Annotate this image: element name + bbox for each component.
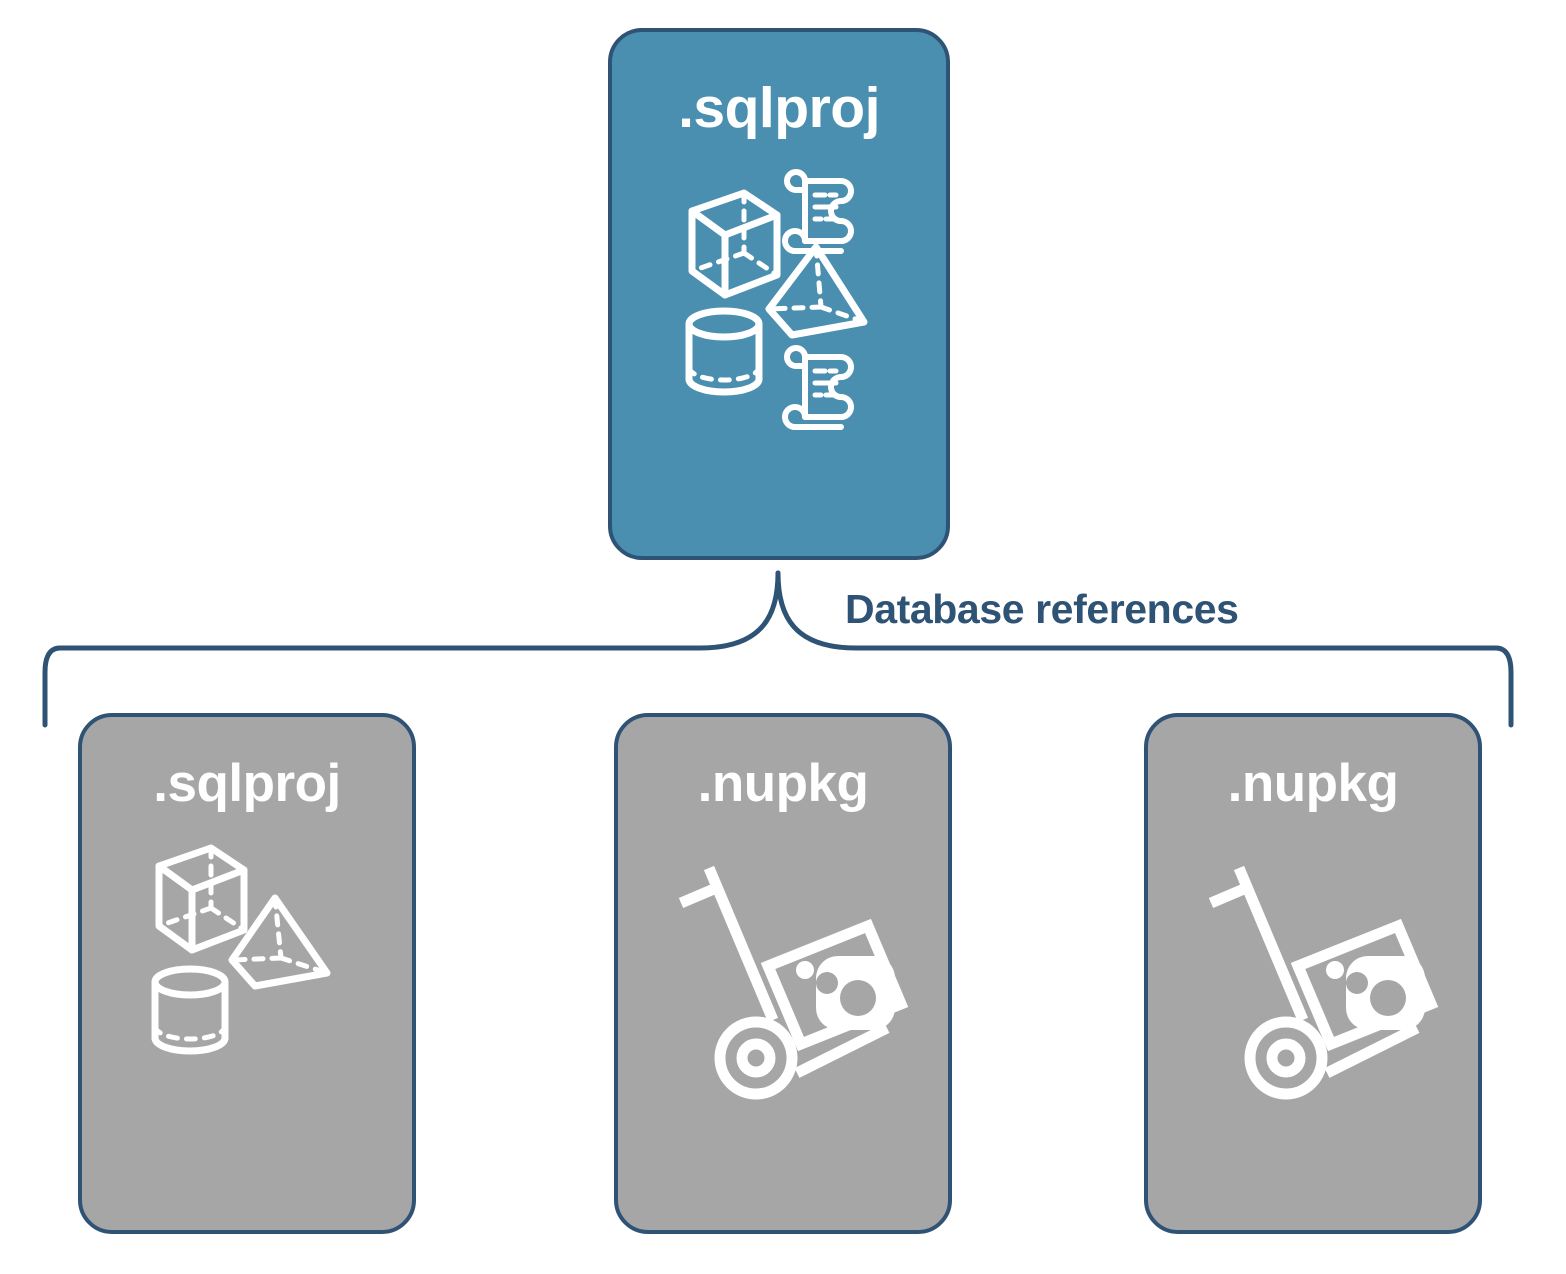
reference-node-nupkg-2[interactable]: .nupkg (1144, 713, 1482, 1234)
reference-node-sqlproj[interactable]: .sqlproj (78, 713, 416, 1234)
reference-node-artwork (127, 838, 367, 1088)
root-node-sqlproj[interactable]: .sqlproj (608, 28, 950, 560)
root-node-artwork (664, 159, 894, 430)
reference-node-label: .sqlproj (153, 754, 341, 813)
script-scroll-icon (782, 169, 854, 254)
cylinder-icon (151, 965, 229, 1055)
cube-icon (155, 844, 248, 954)
cube-icon (688, 189, 781, 299)
reference-node-label: .nupkg (697, 754, 869, 813)
reference-node-artwork (633, 838, 933, 1108)
script-scroll-icon (782, 345, 854, 430)
nuget-package-icon (760, 918, 909, 1052)
hand-truck-icon (1208, 865, 1420, 1100)
root-node-label: .sqlproj (678, 76, 880, 140)
cylinder-icon (685, 307, 763, 396)
hand-truck-icon (678, 865, 890, 1100)
pyramid-icon (228, 894, 331, 990)
database-references-bracket (42, 570, 1514, 728)
pyramid-icon (765, 243, 868, 339)
reference-node-artwork (1163, 838, 1463, 1108)
reference-node-label: .nupkg (1227, 754, 1399, 813)
connector-label: Database references (845, 586, 1239, 632)
nuget-package-icon (1290, 918, 1439, 1052)
reference-node-nupkg-1[interactable]: .nupkg (614, 713, 952, 1234)
